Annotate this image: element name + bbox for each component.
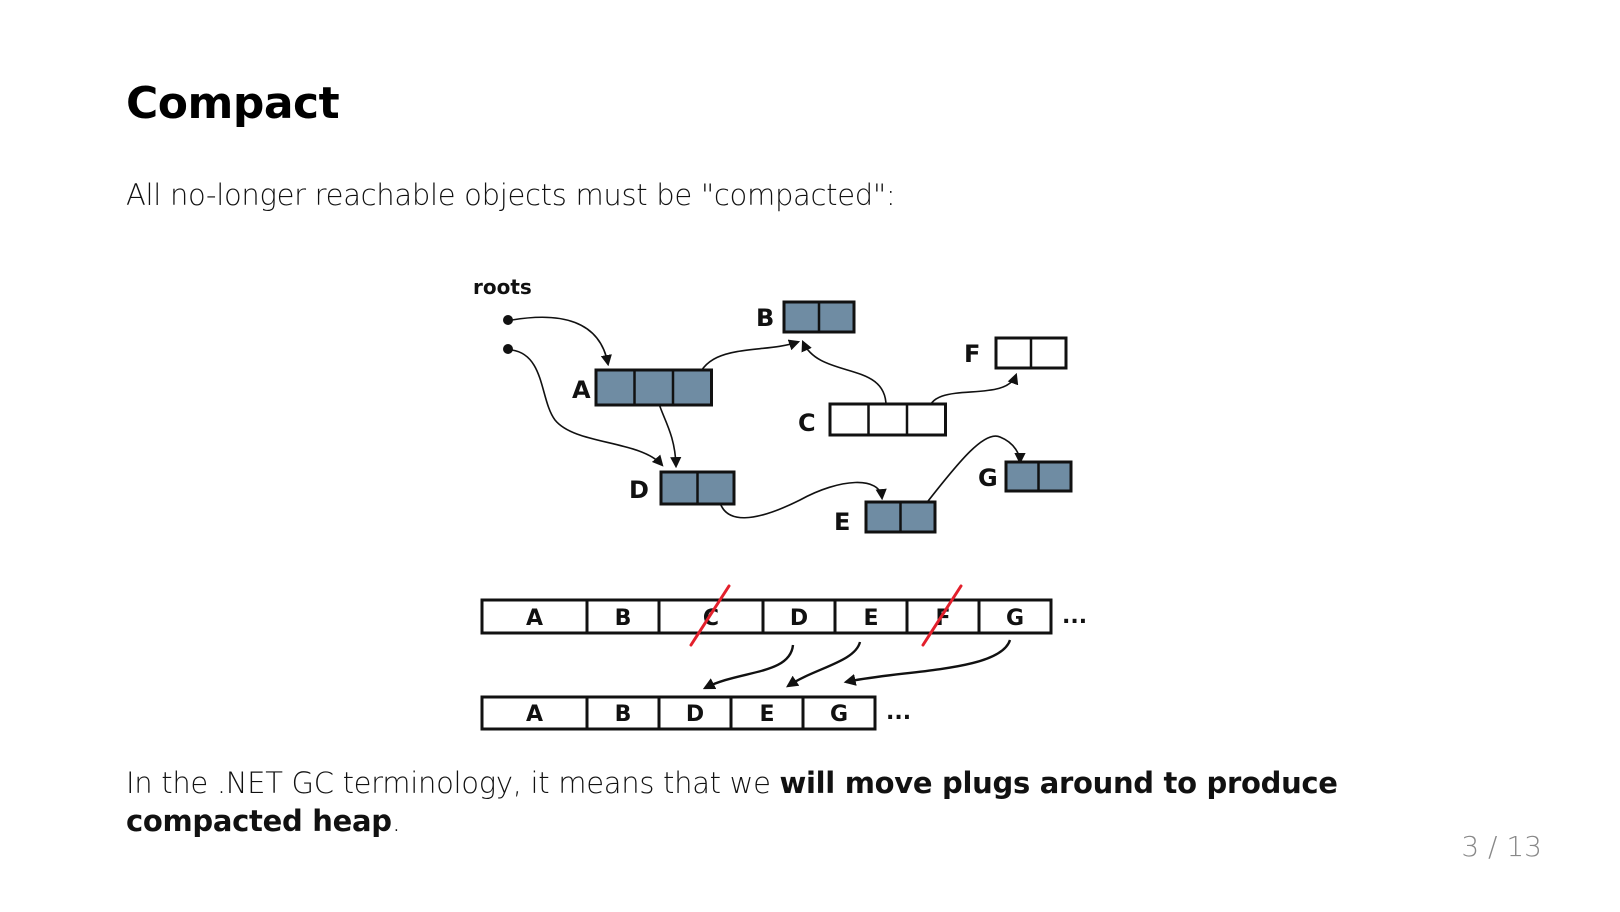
heap-cell-label: A xyxy=(526,606,543,631)
heap-cell-box xyxy=(977,598,1053,635)
roots-label: roots xyxy=(473,275,532,299)
edge-C-B xyxy=(801,339,887,409)
object-label: D xyxy=(629,476,649,504)
heap-cell-f: F xyxy=(905,584,981,647)
object-g: G xyxy=(978,460,1073,493)
move-arrow-D xyxy=(702,644,795,690)
object-box xyxy=(594,368,713,407)
edge-D-E xyxy=(717,481,887,519)
page-counter: 3 / 13 xyxy=(1461,830,1542,863)
heap-cell-a: A xyxy=(480,598,589,635)
slide-title: Compact xyxy=(126,78,340,129)
intro-text: All no-longer reachable objects must be … xyxy=(126,178,896,212)
heap-cell-e: E xyxy=(833,598,909,635)
heap-cell-label: E xyxy=(759,702,774,727)
object-label: E xyxy=(834,508,850,536)
object-a: A xyxy=(572,368,713,407)
heap-cell-label: E xyxy=(863,606,878,631)
compaction-diagram: roots A B C D E F G A B C D E F G... A B D E G... xyxy=(460,260,1120,750)
heap-cell-box xyxy=(729,695,805,731)
objects-layer: A B C D E F G xyxy=(572,300,1073,536)
heap-cell-label: B xyxy=(615,606,632,631)
heap-cell-label: A xyxy=(526,702,543,727)
edge-root1-A xyxy=(511,316,612,367)
heap-after-row: A B D E G... xyxy=(480,695,911,731)
object-c: C xyxy=(798,402,947,437)
heap-ellipsis: ... xyxy=(886,700,911,725)
object-label: C xyxy=(798,409,816,437)
heap-cell-box xyxy=(585,695,661,731)
heap-cell-box xyxy=(480,695,589,731)
object-f: F xyxy=(964,336,1068,370)
edge-root2-D xyxy=(511,349,664,467)
object-label: G xyxy=(978,464,998,492)
root-dot-2 xyxy=(503,344,513,354)
move-arrow-G xyxy=(843,639,1012,686)
heap-cell-box xyxy=(657,695,733,731)
heap-cell-a: A xyxy=(480,695,589,731)
heap-cell-label: C xyxy=(703,606,719,631)
outro-plain: In the .NET GC terminology, it means tha… xyxy=(126,766,780,800)
heap-cell-label: G xyxy=(1006,606,1024,631)
object-box xyxy=(828,402,947,437)
object-b: B xyxy=(756,300,856,334)
heap-cell-box xyxy=(801,695,877,731)
heap-cell-label: F xyxy=(935,606,950,631)
strike-mark xyxy=(921,584,963,647)
heap-cell-b: B xyxy=(585,598,661,635)
move-arrow-E xyxy=(786,641,862,688)
heap-cell-d: D xyxy=(761,598,837,635)
root-dot-1 xyxy=(503,315,513,325)
heap-before-row: A B C D E F G... xyxy=(480,584,1087,647)
heap-cell-label: D xyxy=(686,702,704,727)
object-d: D xyxy=(629,470,736,506)
object-label: B xyxy=(756,304,774,332)
heap-cell-e: E xyxy=(729,695,805,731)
outro-bold: will move plugs around to produce compac… xyxy=(126,766,1338,838)
heap-cell-box xyxy=(761,598,837,635)
object-label: A xyxy=(572,376,591,404)
heap-cell-g: G xyxy=(801,695,877,731)
object-label: F xyxy=(964,340,980,368)
heap-cell-label: B xyxy=(615,702,632,727)
heap-cell-b: B xyxy=(585,695,661,731)
heap-cell-label: D xyxy=(790,606,808,631)
heap-cell-c: C xyxy=(657,584,765,647)
heap-cell-label: G xyxy=(830,702,848,727)
object-e: E xyxy=(834,500,937,536)
edge-E-G xyxy=(924,435,1026,506)
diagram-svg: roots A B C D E F G A B C D E F G... A B D E G... xyxy=(473,275,1087,731)
outro-text: In the .NET GC terminology, it means tha… xyxy=(126,764,1486,840)
heap-ellipsis: ... xyxy=(1062,604,1087,629)
heap-cell-g: G xyxy=(977,598,1053,635)
heap-cell-d: D xyxy=(657,695,733,731)
outro-end: . xyxy=(391,804,401,838)
strike-mark xyxy=(689,584,731,647)
